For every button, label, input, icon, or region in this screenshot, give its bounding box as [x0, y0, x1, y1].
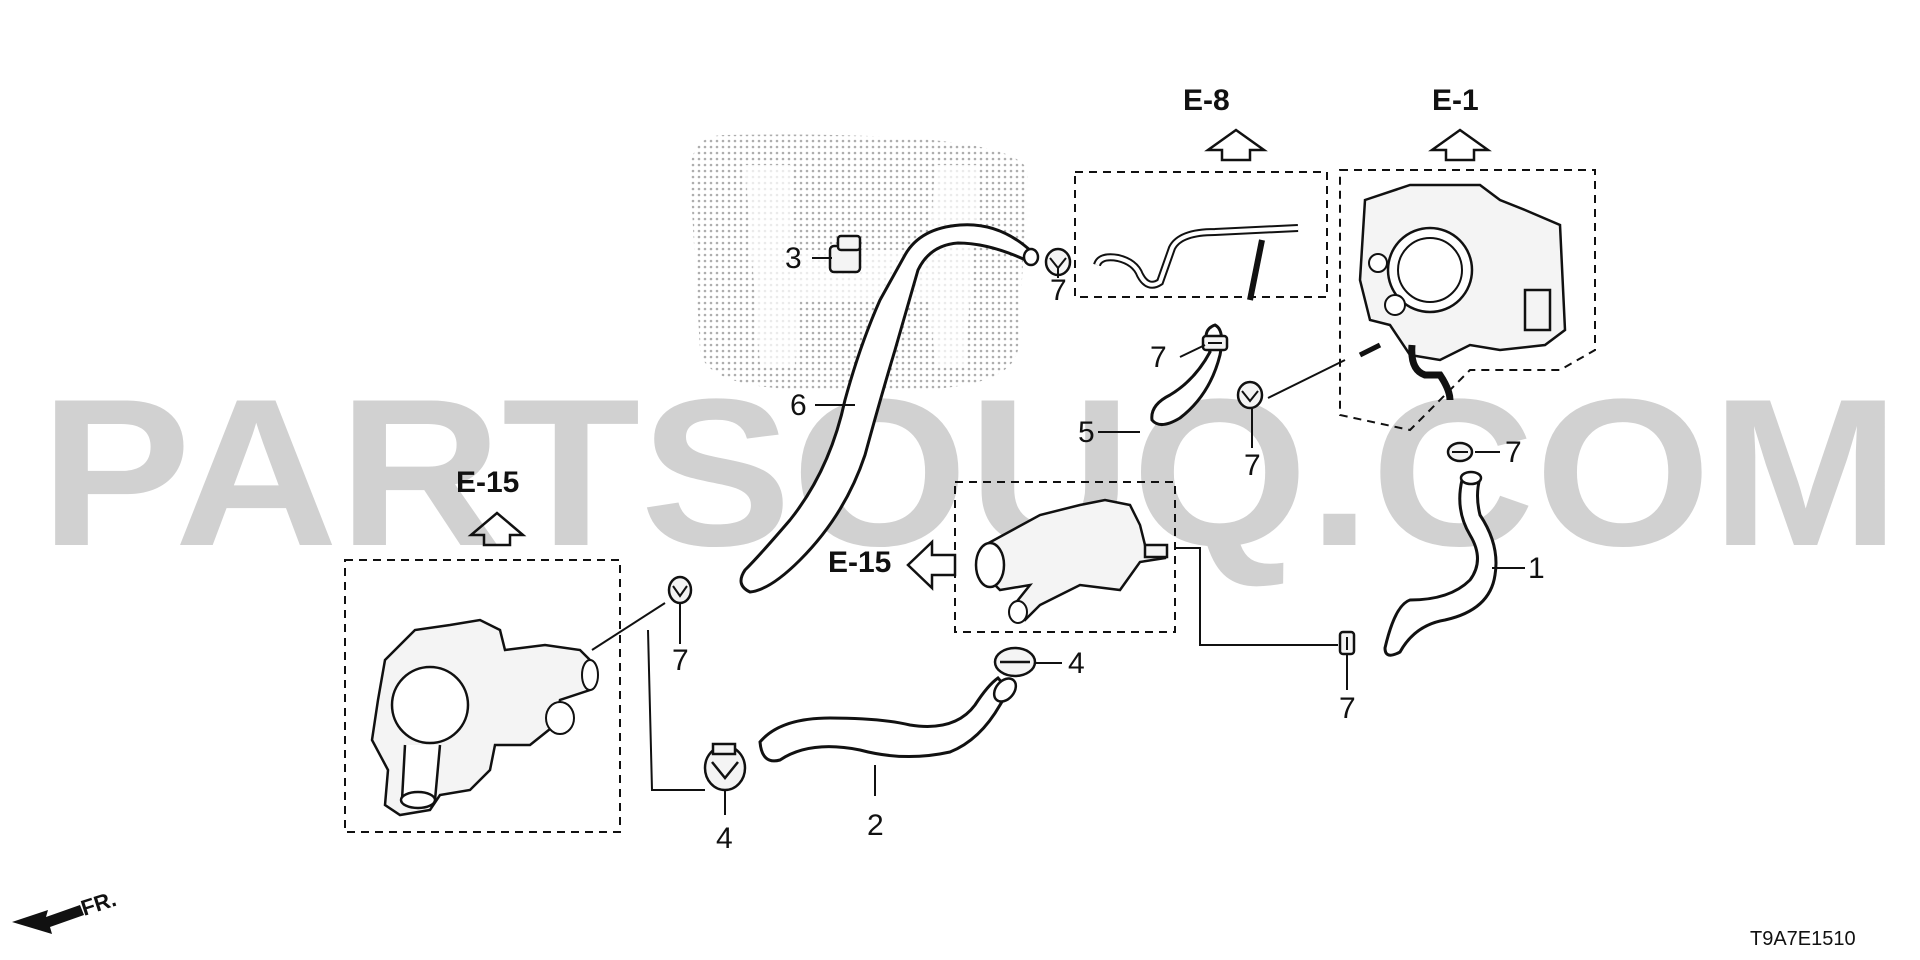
clamp-7-c	[1236, 380, 1264, 410]
clamp-7-d	[1446, 441, 1474, 463]
ref-e15-left: E-15	[456, 466, 519, 499]
throttle-body-box	[1339, 169, 1596, 432]
pipe-stub-throttle	[1267, 359, 1346, 399]
up-arrow-icon	[1428, 128, 1492, 162]
front-label: FR.	[78, 886, 119, 921]
up-arrow-icon	[1204, 128, 1268, 162]
callout-6: 6	[790, 389, 807, 422]
clamp-7-f	[1338, 630, 1356, 656]
hose-5	[1150, 323, 1224, 426]
clamp-4-a	[703, 742, 747, 792]
callout-3: 3	[785, 242, 802, 275]
pipe-e8-drop	[1247, 239, 1265, 301]
front-arrow-icon	[12, 905, 84, 934]
water-outlet	[974, 498, 1169, 624]
callout-5: 5	[1078, 416, 1095, 449]
ref-e8: E-8	[1183, 84, 1230, 117]
clamp-4-b	[993, 646, 1037, 678]
e8-pipe-box	[1074, 171, 1328, 298]
pipe-stub-thermostat	[591, 602, 666, 651]
callout-7e: 7	[672, 644, 689, 677]
callout-7f: 7	[1339, 692, 1356, 725]
leader-c7f-h	[1175, 547, 1338, 646]
throttle-body	[1358, 183, 1567, 401]
left-arrow-icon	[906, 539, 957, 591]
ref-e1: E-1	[1432, 84, 1479, 117]
hose-6	[739, 223, 1034, 594]
watermark-text: PARTSOUQ.COM	[40, 355, 1900, 590]
ref-e15-center: E-15	[828, 546, 891, 579]
hose-6-end	[1022, 247, 1040, 267]
clip-3	[828, 234, 862, 274]
hose-2-end	[992, 677, 1018, 703]
thermostat-housing	[370, 618, 599, 817]
pipe-e8-inner	[1095, 226, 1299, 287]
callout-7d: 7	[1505, 436, 1522, 469]
clamp-7-b	[1201, 334, 1229, 352]
pipe-e8	[1093, 224, 1299, 289]
callout-7a: 7	[1050, 274, 1067, 307]
clamp-7-e	[667, 575, 693, 605]
callout-4b: 4	[1068, 647, 1085, 680]
diagram-code: T9A7E1510	[1750, 928, 1856, 950]
thermostat-box	[344, 559, 621, 833]
callout-2: 2	[867, 809, 884, 842]
callout-7c: 7	[1244, 449, 1261, 482]
callout-7b: 7	[1150, 341, 1167, 374]
up-arrow-icon	[467, 511, 527, 547]
leader-c4a-side	[647, 629, 705, 791]
callout-4a: 4	[716, 822, 733, 855]
hose-2	[758, 676, 1006, 763]
hose-1	[1383, 476, 1498, 657]
callout-1: 1	[1528, 552, 1545, 585]
hose-1-top	[1459, 470, 1483, 486]
leader-c7b	[1179, 344, 1206, 358]
